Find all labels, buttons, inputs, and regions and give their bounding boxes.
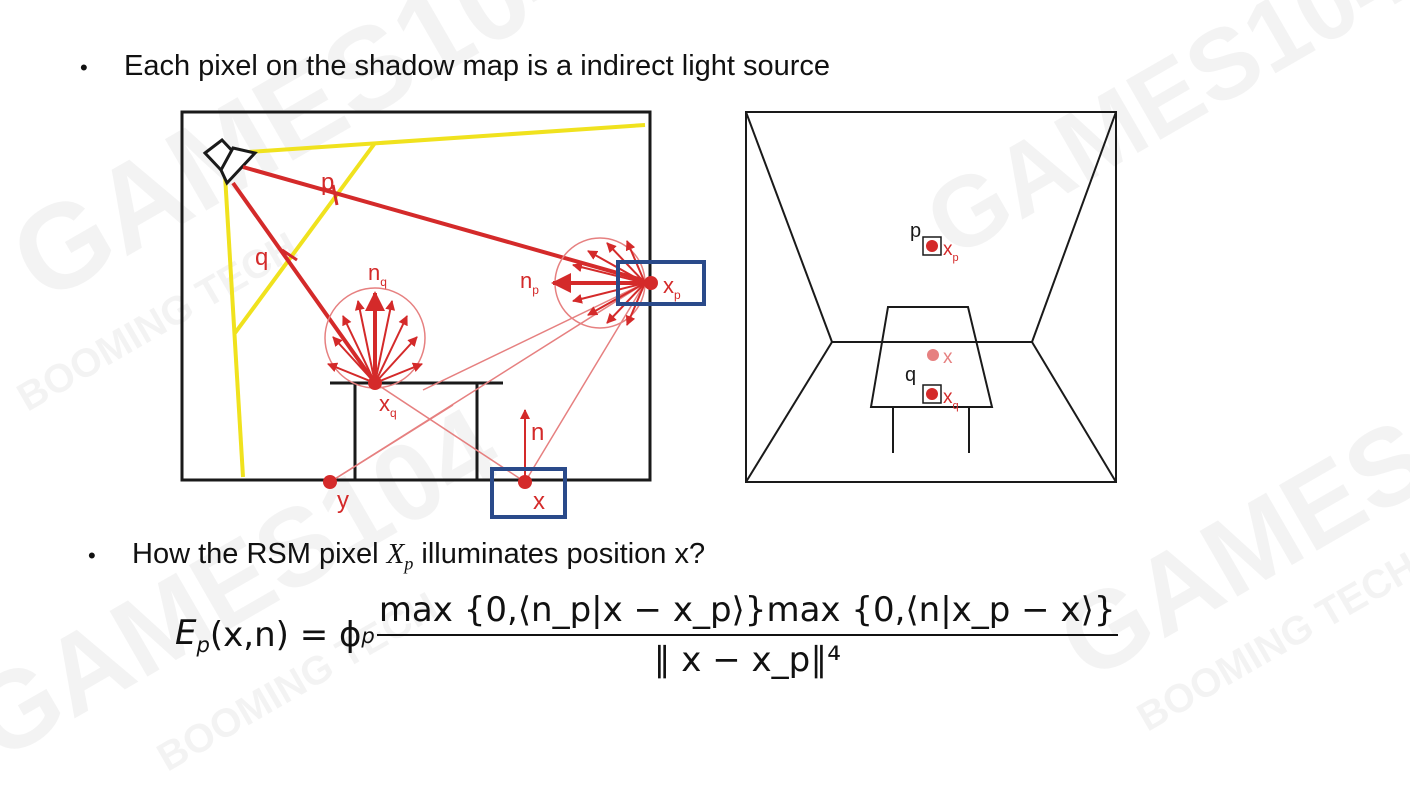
label-nq: nq [368,260,387,289]
table [330,381,503,480]
formula-denominator: ∥ x − x_p∥⁴ [653,640,841,680]
bullet-dot: • [88,543,96,568]
label-xp-right: xp [943,239,959,264]
light-cone [223,123,646,478]
room-frame [180,110,652,482]
rsm-camera-view-diagram: p xp x q xq [745,111,1117,483]
bullet-1-text: Each pixel on the shadow map is a indire… [124,50,831,82]
bullet-2-text: How the RSM pixel Xp illuminates positio… [132,538,705,574]
label-np: np [520,268,539,297]
rsm-scene-diagram: p q nq np xp xq n y x [180,110,706,519]
point-xp [644,276,658,290]
formula-phi-sub: p [361,622,375,648]
bullet-2-prefix: How the RSM pixel [132,538,387,570]
label-p-right: p [910,220,921,242]
pixel-xq-box [922,384,942,404]
ray-ticks [281,184,339,262]
label-p: p [321,169,334,196]
label-x: x [533,488,545,515]
label-xp: xp [663,273,681,302]
bullet-2-var: Xp [386,538,414,574]
point-x [518,475,532,489]
primary-rays [231,165,654,385]
bullet-2-suffix: illuminates position x? [413,538,706,570]
label-q: q [255,244,268,271]
formula-numerator: max {0,⟨n_p|x − x_p⟩}max {0,⟨n|x_p − x⟩} [376,590,1118,636]
point-y [323,475,337,489]
formula-fraction: max {0,⟨n_p|x − x_p⟩}max {0,⟨n|x_p − x⟩}… [376,590,1118,680]
pixel-xq-dot [926,388,938,400]
view-frame [745,111,1117,483]
pixel-x-dot [927,349,939,361]
pixel-xp-box [922,236,942,256]
formula-lhs: Ep [175,613,210,657]
bullet-dot: • [80,55,88,80]
label-n: n [531,419,544,446]
label-q-right: q [905,364,916,386]
label-x-right: x [943,347,953,368]
pixel-xp-dot [926,240,938,252]
spotlight-icon [202,137,258,186]
bullet-1: • Each pixel on the shadow map is a indi… [80,50,830,83]
highlight-x-box [490,467,567,519]
label-xq: xq [379,391,397,420]
table-top [869,306,994,408]
highlight-xp-box [616,260,706,306]
label-xq-right: xq [943,387,959,412]
indirect-rays [329,282,646,483]
label-y: y [337,487,349,514]
bullet-2: • How the RSM pixel Xp illuminates posit… [88,538,705,574]
watermark-4: BOOMING TECH [1130,544,1410,741]
xq-reflection-fan [327,300,423,384]
formula-lhs-args: (x,n) = ϕ [209,615,362,655]
point-xq [368,376,382,390]
